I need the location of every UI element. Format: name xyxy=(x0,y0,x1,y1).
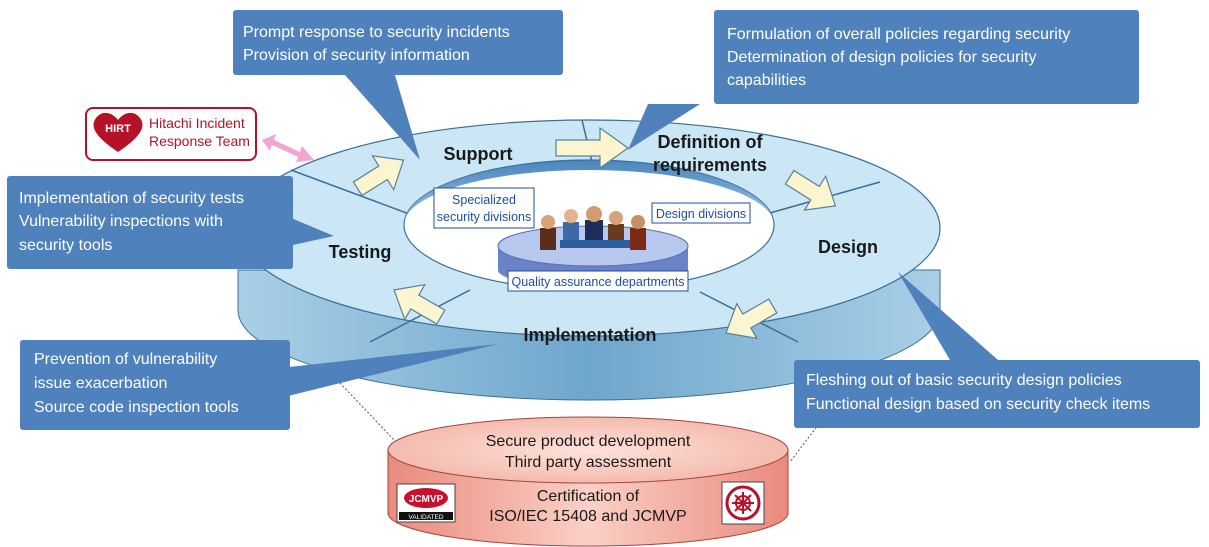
svg-text:issue exacerbation: issue exacerbation xyxy=(34,375,167,392)
svg-text:Implementation of security tes: Implementation of security tests xyxy=(19,190,244,207)
jcmvp-logo: JCMVP VALIDATED xyxy=(396,483,456,523)
design-divisions-label: Design divisions xyxy=(651,202,751,224)
callout-support: Prompt response to security incidents Pr… xyxy=(233,10,563,160)
flow-arrows xyxy=(352,126,837,340)
meeting-people-icon xyxy=(540,206,646,250)
cc-certification-icon xyxy=(721,481,765,525)
phase-design: Design xyxy=(818,237,878,257)
quality-assurance-label-box xyxy=(507,270,689,292)
arrow-testing-to-support-icon xyxy=(352,155,405,197)
svg-text:Formulation of overall policie: Formulation of overall policies regardin… xyxy=(727,26,1070,43)
cylinder-line-2: Third party assessment xyxy=(505,454,672,471)
svg-text:Functional design based on sec: Functional design based on security chec… xyxy=(806,396,1150,413)
hirt-logo: HIRT Hitachi Incident Response Team xyxy=(85,107,257,161)
specialized-divisions-label: Specialized security divisions xyxy=(433,187,535,229)
svg-text:Specialized: Specialized xyxy=(452,193,516,207)
svg-text:JCMVP: JCMVP xyxy=(409,494,444,505)
phase-requirements-line-2: requirements xyxy=(653,155,767,175)
callout-testing: Implementation of security tests Vulnera… xyxy=(7,176,334,269)
svg-text:HIRT: HIRT xyxy=(105,123,131,135)
svg-text:Fleshing out of basic security: Fleshing out of basic security design po… xyxy=(806,372,1122,389)
arrow-design-to-implementation-icon xyxy=(725,298,778,340)
svg-text:security tools: security tools xyxy=(19,237,112,254)
svg-text:security divisions: security divisions xyxy=(437,210,531,224)
phase-support: Support xyxy=(444,144,513,164)
svg-text:Prompt response to security in: Prompt response to security incidents xyxy=(243,24,510,41)
svg-text:Hitachi Incident: Hitachi Incident xyxy=(149,115,245,131)
hirt-link-double-arrow-icon xyxy=(262,134,314,162)
callout-design: Fleshing out of basic security design po… xyxy=(794,272,1200,428)
svg-text:capabilities: capabilities xyxy=(727,72,806,89)
cylinder-line-1: Secure product development xyxy=(486,433,691,450)
cylinder-line-4: ISO/IEC 15408 and JCMVP xyxy=(489,508,686,525)
phase-requirements-line-1: Definition of xyxy=(658,132,764,152)
center-platform: Quality assurance departments xyxy=(497,206,689,292)
svg-text:Determination of design polici: Determination of design policies for sec… xyxy=(727,49,1036,66)
svg-text:Design divisions: Design divisions xyxy=(656,207,746,221)
svg-text:Provision of security informat: Provision of security information xyxy=(243,47,470,64)
assessment-cylinder: Secure product development Third party a… xyxy=(387,416,789,547)
svg-text:Source code inspection tools: Source code inspection tools xyxy=(34,399,239,416)
arrow-support-to-requirements-icon xyxy=(555,126,630,170)
heart-icon xyxy=(93,112,143,152)
svg-text:Prevention of vulnerability: Prevention of vulnerability xyxy=(34,351,217,368)
ring-inner-wall xyxy=(404,160,774,225)
arrow-implementation-to-testing-icon xyxy=(393,283,446,325)
arrow-requirements-to-design-icon xyxy=(784,169,837,211)
quality-assurance-label: Quality assurance departments xyxy=(511,275,684,289)
cylinder-line-3: Certification of xyxy=(537,488,640,505)
phase-implementation: Implementation xyxy=(523,325,656,345)
phase-testing: Testing xyxy=(329,242,392,262)
callout-implementation: Prevention of vulnerability issue exacer… xyxy=(20,340,498,430)
svg-text:VALIDATED: VALIDATED xyxy=(408,514,443,521)
svg-text:Response Team: Response Team xyxy=(149,133,250,149)
svg-text:Vulnerability inspections with: Vulnerability inspections with xyxy=(19,213,223,230)
callout-requirements: Formulation of overall policies regardin… xyxy=(628,10,1139,150)
